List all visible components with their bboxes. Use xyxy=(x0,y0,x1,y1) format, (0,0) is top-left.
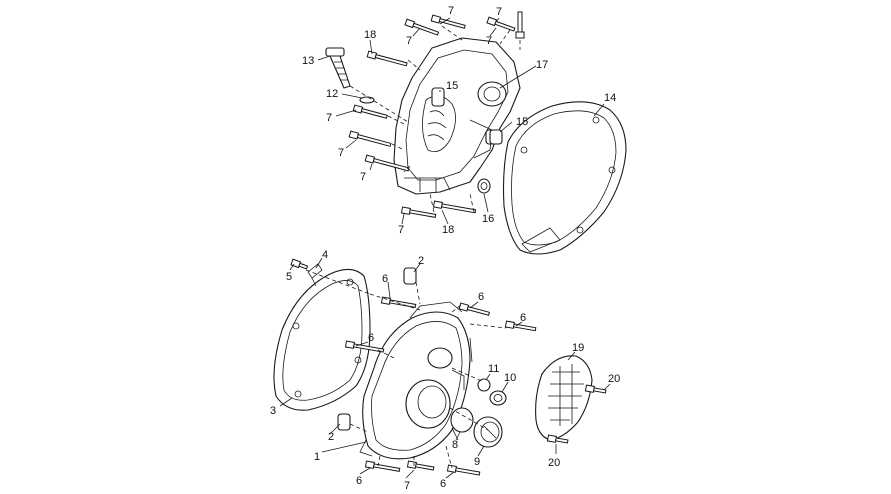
callout-20: 20 xyxy=(608,373,620,385)
callout-15: 15 xyxy=(446,80,458,92)
callout-7: 7 xyxy=(404,480,410,492)
lower-bolts xyxy=(290,258,607,476)
callout-9: 9 xyxy=(474,456,480,468)
callout-1: 1 xyxy=(314,451,320,463)
lower-crankcase-cover-1 xyxy=(359,301,473,460)
seal-16 xyxy=(477,178,491,194)
callout-5: 5 xyxy=(286,271,292,283)
plug-10 xyxy=(489,390,507,406)
callout-7: 7 xyxy=(406,35,412,47)
dowel-15 xyxy=(489,129,503,145)
callout-14: 14 xyxy=(604,92,616,104)
callout-6: 6 xyxy=(356,475,362,487)
callout-7: 7 xyxy=(338,147,344,159)
clip-4 xyxy=(307,263,323,287)
callout-10: 10 xyxy=(504,372,516,384)
callout-16: 16 xyxy=(482,213,494,225)
gasket-14 xyxy=(502,101,627,255)
callout-20: 20 xyxy=(548,457,560,469)
callout-7: 7 xyxy=(398,224,404,236)
callout-18: 18 xyxy=(442,224,454,236)
upper-crankcase-cover xyxy=(393,37,521,195)
callout-6: 6 xyxy=(478,291,484,303)
o-ring-8 xyxy=(450,407,474,433)
callout-7: 7 xyxy=(326,112,332,124)
callout-12: 12 xyxy=(326,88,338,100)
sprocket-cover-19 xyxy=(535,355,593,441)
plug-9 xyxy=(473,416,503,448)
oil-filler-cap-13 xyxy=(325,47,351,89)
callout-18: 18 xyxy=(364,29,376,41)
callout-17: 17 xyxy=(536,59,548,71)
callout-19: 19 xyxy=(572,342,584,354)
lower-alignment-lines xyxy=(305,269,507,469)
callout-13: 13 xyxy=(302,55,314,67)
upper-alignment-lines xyxy=(349,25,521,213)
dowel-2-upper xyxy=(403,267,417,285)
gasket-3 xyxy=(273,268,371,411)
callout-15: 15 xyxy=(516,116,528,128)
callout-8: 8 xyxy=(452,439,458,451)
o-ring-12 xyxy=(359,96,375,104)
callout-7: 7 xyxy=(496,6,502,18)
leader-lines xyxy=(279,17,611,479)
callout-numbers: 7 7 7 7 7 7 7 7 7 18 18 13 12 15 15 17 1… xyxy=(270,5,620,492)
callout-2: 2 xyxy=(328,431,334,443)
callout-6: 6 xyxy=(368,332,374,344)
callout-6: 6 xyxy=(382,273,388,285)
callout-6: 6 xyxy=(520,312,526,324)
callout-7: 7 xyxy=(448,5,454,17)
callout-7: 7 xyxy=(486,35,492,47)
o-ring-11 xyxy=(477,378,491,392)
callout-3: 3 xyxy=(270,405,276,417)
callout-7: 7 xyxy=(360,171,366,183)
callout-11: 11 xyxy=(488,363,499,375)
upper-bolts xyxy=(348,11,525,218)
callout-4: 4 xyxy=(322,249,328,261)
callout-2: 2 xyxy=(418,255,424,267)
callout-6: 6 xyxy=(440,478,446,490)
dowel-2-lower xyxy=(337,413,351,431)
